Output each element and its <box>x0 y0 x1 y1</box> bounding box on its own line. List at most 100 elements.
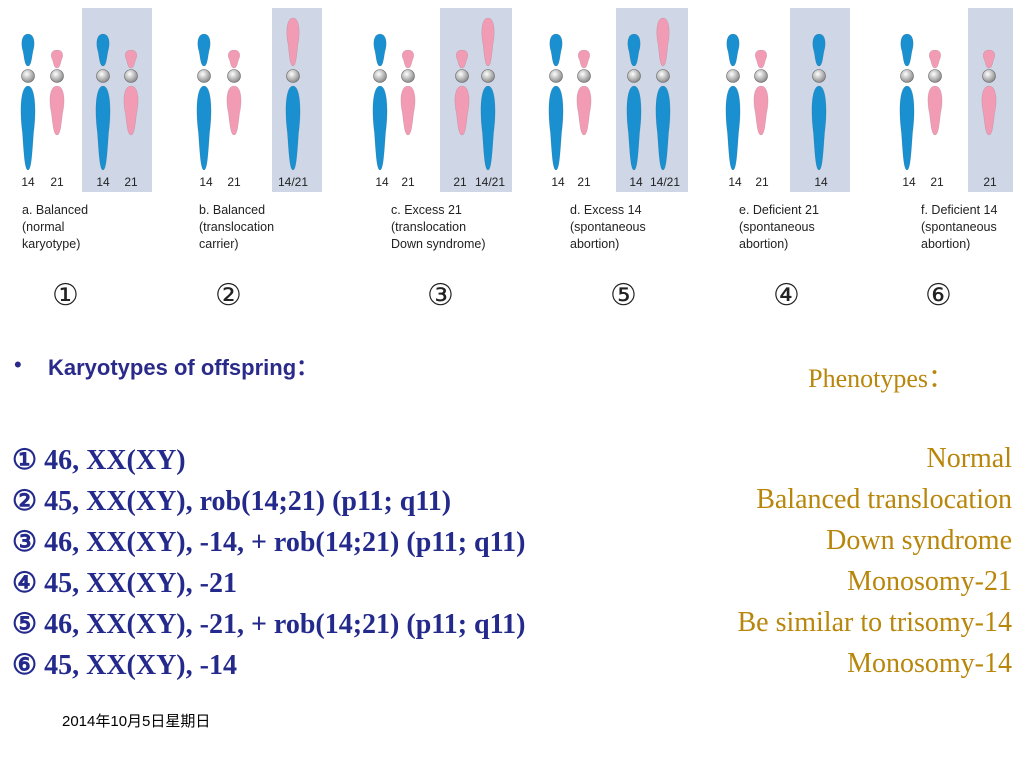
centromere-icon <box>373 69 387 83</box>
phenotype-5: Be similar to trisomy-14 <box>737 607 1012 638</box>
panel-4-label-3: 14 <box>629 175 643 189</box>
panel-1-label-1: 14 <box>21 175 35 189</box>
centromere-icon <box>982 69 996 83</box>
panel-1-label-3: 14 <box>96 175 110 189</box>
phenotype-3: Down syndrome <box>826 525 1012 556</box>
panel-4-caption-line-3: abortion) <box>570 237 619 251</box>
karyotypes-heading: Karyotypes of offspring： <box>48 355 319 380</box>
panel-5-chromosome-1 <box>725 33 741 171</box>
centromere-icon <box>286 69 300 83</box>
panel-1-chromosome-4 <box>123 49 139 136</box>
panel-2-chromosome-2 <box>226 49 242 136</box>
phenotype-1: Normal <box>926 443 1012 474</box>
panel-1-chromosome-1 <box>20 33 36 171</box>
centromere-icon <box>928 69 942 83</box>
centromere-icon <box>577 69 591 83</box>
panel-5-chromosome-2 <box>753 49 769 136</box>
panel-5-chromosome-3 <box>811 33 827 171</box>
panel-3-label-3: 21 <box>453 175 467 189</box>
panel-6-chromosome-1 <box>899 33 915 171</box>
karyotype-6: ⑥ 45, XX(XY), -14 <box>12 650 237 681</box>
karyotype-3: ③ 46, XX(XY), -14, + rob(14;21) (p11; q1… <box>12 527 526 558</box>
panel-2-caption-line-2: (translocation <box>199 220 274 234</box>
centromere-icon <box>481 69 495 83</box>
centromere-icon <box>124 69 138 83</box>
panel-2-caption-line-3: carrier) <box>199 237 239 251</box>
phenotypes-heading: Phenotypes： <box>808 364 954 393</box>
panel-4-caption-line-1: d. Excess 14 <box>570 203 642 217</box>
panel-6-label-2: 21 <box>930 175 944 189</box>
centromere-icon <box>50 69 64 83</box>
panel-3-label-1: 14 <box>375 175 389 189</box>
panel-6-chromosome-3 <box>981 49 997 136</box>
panel-2-label-3: 14/21 <box>278 175 308 189</box>
panel-3-chromosome-4 <box>480 17 496 171</box>
centromere-icon <box>227 69 241 83</box>
centromere-icon <box>627 69 641 83</box>
panel-3-chromosome-3 <box>454 49 470 136</box>
panel-5-label-2: 21 <box>755 175 769 189</box>
panel-1-shade <box>82 8 152 192</box>
panel-number-3: ③ <box>427 278 454 313</box>
panel-4-label-1: 14 <box>551 175 565 189</box>
centromere-icon <box>812 69 826 83</box>
panel-2-label-2: 21 <box>227 175 241 189</box>
panel-4-shade <box>616 8 688 192</box>
panel-6-caption-line-1: f. Deficient 14 <box>921 203 997 217</box>
panel-2-chromosome-3 <box>285 17 301 171</box>
panel-3-shade <box>440 8 512 192</box>
panel-2-label-1: 14 <box>199 175 213 189</box>
panel-1-label-4: 21 <box>124 175 138 189</box>
panel-4-chromosome-2 <box>576 49 592 136</box>
panel-5-label-1: 14 <box>728 175 742 189</box>
panel-5-caption-line-2: (spontaneous <box>739 220 815 234</box>
panel-6-caption-line-2: (spontaneous <box>921 220 997 234</box>
panel-number-2: ② <box>215 278 242 313</box>
karyotype-4: ④ 45, XX(XY), -21 <box>12 568 237 599</box>
centromere-icon <box>455 69 469 83</box>
panel-1-caption-line-2: (normal <box>22 220 64 234</box>
panel-5-label-3: 14 <box>814 175 828 189</box>
panel-3-caption-line-1: c. Excess 21 <box>391 203 462 217</box>
centromere-icon <box>197 69 211 83</box>
panel-number-5: ⑤ <box>610 278 637 313</box>
karyotype-1: ① 46, XX(XY) <box>12 445 186 476</box>
centromere-icon <box>754 69 768 83</box>
panel-1-caption-line-3: karyotype) <box>22 237 80 251</box>
panel-1-chromosome-3 <box>95 33 111 171</box>
phenotype-6: Monosomy-14 <box>847 648 1012 679</box>
panel-6-label-1: 14 <box>902 175 916 189</box>
karyotype-5: ⑤ 46, XX(XY), -21, + rob(14;21) (p11; q1… <box>12 609 526 640</box>
centromere-icon <box>96 69 110 83</box>
centromere-icon <box>900 69 914 83</box>
panel-5-caption-line-1: e. Deficient 21 <box>739 203 819 217</box>
phenotype-2: Balanced translocation <box>756 484 1012 515</box>
panel-4-chromosome-3 <box>626 33 642 171</box>
centromere-icon <box>656 69 670 83</box>
panel-4-label-2: 21 <box>577 175 591 189</box>
panel-4-chromosome-1 <box>548 33 564 171</box>
panel-number-6: ⑥ <box>925 278 952 313</box>
bullet: • <box>14 352 22 377</box>
centromere-icon <box>401 69 415 83</box>
karyotype-figure: 14 21 14 21 14 21 14/21 14 21 21 14/21 14 21 14 14/21 1… <box>20 8 1013 251</box>
panel-3-chromosome-1 <box>372 33 388 171</box>
slide-date: 2014年10月5日星期日 <box>62 713 211 730</box>
centromere-icon <box>21 69 35 83</box>
panel-2-chromosome-1 <box>196 33 212 171</box>
panel-6-caption-line-3: abortion) <box>921 237 970 251</box>
panel-1-chromosome-2 <box>49 49 65 136</box>
panel-number-1: ① <box>52 278 79 313</box>
panel-4-label-4: 14/21 <box>650 175 680 189</box>
panel-6-chromosome-2 <box>927 49 943 136</box>
panel-3-caption-line-3: Down syndrome) <box>391 237 485 251</box>
panel-3-label-4: 14/21 <box>475 175 505 189</box>
panel-3-chromosome-2 <box>400 49 416 136</box>
panel-4-caption-line-2: (spontaneous <box>570 220 646 234</box>
centromere-icon <box>549 69 563 83</box>
panel-1-label-2: 21 <box>50 175 64 189</box>
panel-2-caption-line-1: b. Balanced <box>199 203 265 217</box>
panel-3-label-2: 21 <box>401 175 415 189</box>
panel-number-4: ④ <box>773 278 800 313</box>
phenotype-4: Monosomy-21 <box>847 566 1012 597</box>
